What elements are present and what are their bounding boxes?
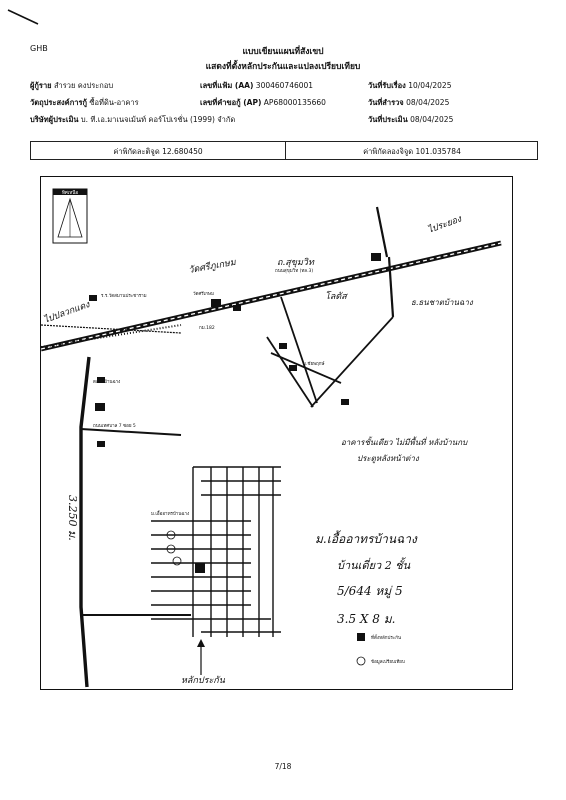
school-label: ร.ร.วัดสมานประชาราม	[101, 293, 147, 299]
soi-road	[80, 428, 182, 436]
appraiser-label: บริษัทผู้ประเมิน	[30, 115, 79, 124]
latitude: ค่าพิกัดละติจูด 12.680450	[113, 147, 203, 156]
owner-value: สำรวย คงประกอบ	[53, 81, 114, 90]
compass-icon: ทิศเหนือ	[52, 188, 88, 244]
comparison-marker-3	[172, 556, 182, 566]
hw-sukhumvit: ถ.สุขุมวิท	[277, 257, 315, 268]
page-number: 7/18	[274, 762, 292, 771]
hw-village: ม.เอื้ออาทรบ้านฉาง	[315, 530, 418, 546]
survey-date-label: วันที่สำรวจ	[368, 98, 404, 107]
market-label: ตลาดบ้านฉาง	[93, 379, 120, 385]
longitude: ค่าพิกัดลองจิจูด 101.035784	[363, 147, 461, 156]
receive-date-row: วันที่รับเรื่อง 10/04/2025	[368, 80, 451, 92]
hw-house-type: บ้านเดี่ยว 2 ชั้น	[337, 557, 411, 572]
owner-label: ผู้กู้ราย	[30, 81, 52, 90]
hw-wat: วัดศรีภูเกษม	[188, 257, 238, 276]
appraise-date-value: 08/04/2025	[410, 115, 454, 124]
east-road	[387, 256, 395, 318]
page-title: แบบเขียนแผนที่สังเขป	[242, 47, 324, 57]
owner-row: ผู้กู้ราย สำรวย คงประกอบ	[30, 80, 113, 92]
corner-mark	[7, 9, 39, 25]
ap-no-row: เลขที่คำขอกู้ (AP) AP68000135660	[200, 97, 326, 109]
hw-note-2: ประตูหลังหน้าต่าง	[357, 454, 420, 464]
coordinates-box: ค่าพิกัดละติจูด 12.680450 ค่าพิกัดลองจิจ…	[30, 141, 538, 160]
hw-bank: ธ.ธนชาตบ้านฉาง	[411, 298, 474, 307]
appraise-date-label: วันที่ประเมิน	[368, 115, 408, 124]
page-subtitle: แสดงที่ตั้งหลักประกันและแปลงเปรียบเทียบ	[205, 62, 361, 72]
purpose-value: ซื้อที่ดิน-อาคาร	[89, 98, 139, 107]
receive-date-label: วันที่รับเรื่อง	[368, 81, 406, 90]
hw-house-no: 5/644 หมู่ 5	[337, 584, 403, 599]
map-legend: ที่ตั้งหลักประกัน ข้อมูลเปรียบเทียบ	[356, 633, 405, 666]
comparison-marker-2	[166, 544, 176, 554]
temple-label: วัดศรีเกษม	[193, 291, 214, 297]
appraise-date-row: วันที่ประเมิน 08/04/2025	[368, 114, 453, 126]
compass-text: ทิศเหนือ	[62, 189, 78, 196]
receive-date-value: 10/04/2025	[408, 81, 452, 90]
doc-code: GHB	[30, 44, 48, 53]
highway-road	[40, 240, 502, 352]
hw-note-1: อาคารชั้นเดียว ไม่มีพื้นที่ หลังบ้านกบ	[341, 436, 468, 447]
soi-label: ถนนเทศบาล 7 ซอย 5	[93, 423, 136, 429]
ap-no-value: AP68000135660	[263, 98, 326, 107]
appraiser-value: บ. ที.เอ.มาเนจเม้นท์ คอร์โปเรชั่น (1999)…	[80, 115, 236, 124]
km-label: กม.182	[199, 325, 215, 331]
survey-date-value: 08/04/2025	[406, 98, 450, 107]
west-road	[79, 356, 91, 688]
village-printed-label: ม.เอื้ออาทรบ้านฉาง	[151, 510, 189, 517]
purpose-row: วัตถุประสงค์การกู้ ซื้อที่ดิน-อาคาร	[30, 97, 139, 109]
file-no-label: เลขที่แฟ้ม (AA)	[200, 81, 254, 90]
arrow-head-icon	[197, 639, 205, 647]
map-canvas: ทิศเหนือ ถนนสุขุมวิท (ทล.3) กม.182 ร.ร.ว…	[40, 188, 502, 688]
ap-no-label: เลขที่คำขอกู้ (AP)	[200, 98, 262, 107]
moo-label: ม.ชัยพฤกษ์	[303, 360, 325, 367]
appraiser-row: บริษัทผู้ประเมิน บ. ที.เอ.มาเนจเม้นท์ คอ…	[30, 114, 235, 126]
comparison-marker-1	[166, 530, 176, 540]
file-no-value: 300460746001	[255, 81, 314, 90]
inner-road-2	[280, 296, 318, 404]
location-map: ทิศเหนือ ถนนสุขุมวิท (ทล.3) กม.182 ร.ร.ว…	[40, 176, 513, 690]
legend-comparison-icon	[356, 656, 366, 666]
connector-road	[310, 316, 394, 408]
legend-collateral-icon	[357, 633, 365, 641]
inner-road-1	[266, 336, 314, 408]
legend-comparison-label: ข้อมูลเปรียบเทียบ	[371, 659, 405, 665]
building-icons	[89, 253, 381, 447]
hw-distance: 3.250 ม.	[66, 495, 79, 541]
survey-date-row: วันที่สำรวจ 08/04/2025	[368, 97, 449, 109]
highway-label: ถนนสุขุมวิท (ทล.3)	[275, 268, 313, 274]
inner-road-3	[270, 352, 342, 384]
hw-size: 3.5 X 8 ม.	[337, 612, 395, 626]
hw-lotus: โลตัส	[325, 290, 348, 302]
village-grid	[151, 466, 281, 637]
collateral-marker	[195, 563, 205, 573]
hw-to-rayong: ไประยอง	[426, 212, 464, 235]
purpose-label: วัตถุประสงค์การกู้	[30, 98, 88, 107]
file-no-row: เลขที่แฟ้ม (AA) 300460746001	[200, 80, 313, 92]
north-road	[375, 206, 389, 258]
hw-landmark: หลักประกัน	[181, 675, 226, 686]
legend-collateral-label: ที่ตั้งหลักประกัน	[371, 634, 401, 641]
hw-to-pluakdaeng: ไปปลวกแดง	[42, 298, 92, 326]
